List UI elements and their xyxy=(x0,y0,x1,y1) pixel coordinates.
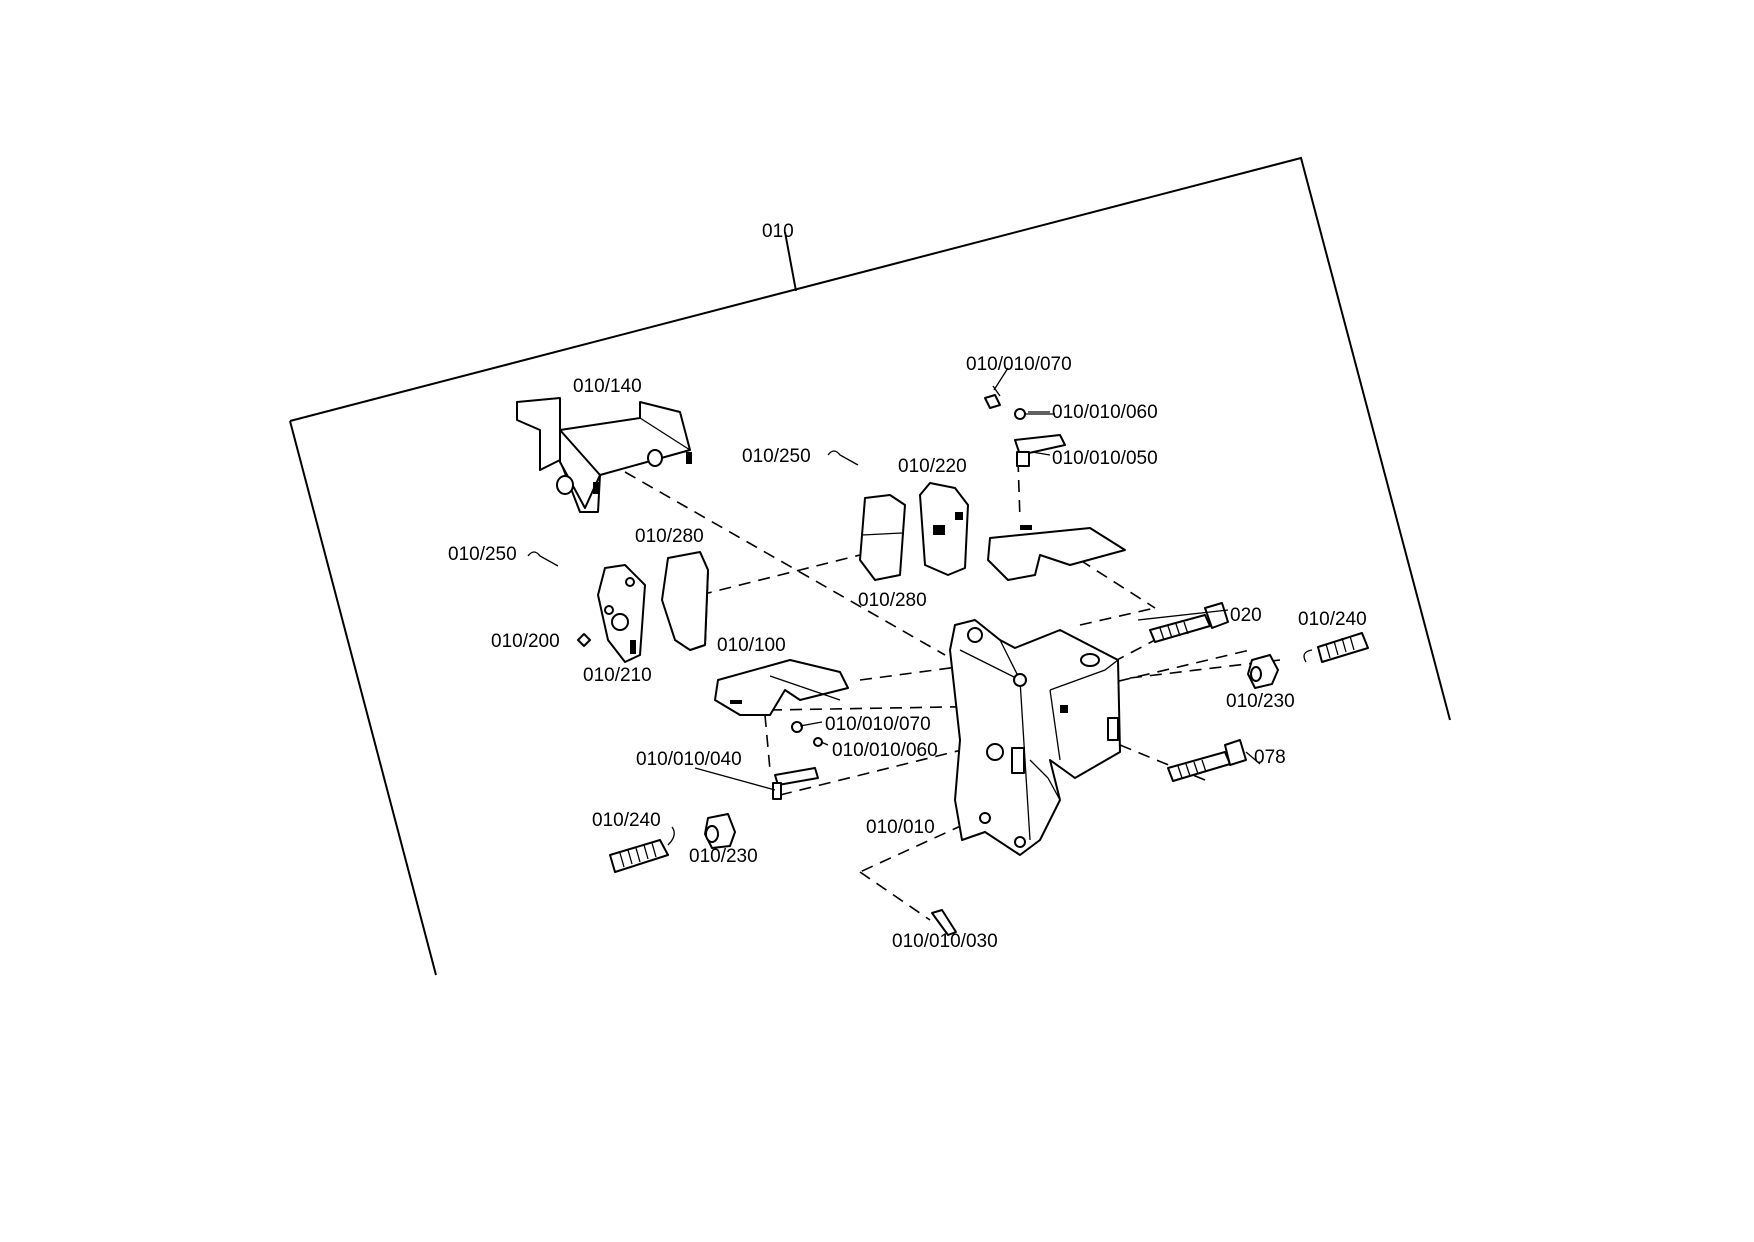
label-clip-left: 010/250 xyxy=(448,544,517,565)
bolt-078-part xyxy=(1167,739,1247,782)
label-housing: 010/010 xyxy=(866,817,935,838)
label-bolt-078: 078 xyxy=(1254,747,1286,768)
nipple-left-part xyxy=(577,633,591,647)
label-clip-top: 010/250 xyxy=(742,446,811,467)
label-pin-mid: 010/010/070 xyxy=(825,714,931,735)
label-bushing-left: 010/230 xyxy=(689,846,758,867)
assembly-leader xyxy=(784,231,797,292)
clip-left-part xyxy=(527,551,559,567)
bushing-right-part xyxy=(1247,654,1279,689)
label-bushing-right: 010/230 xyxy=(1226,691,1295,712)
bolt-020-part xyxy=(1149,602,1229,643)
label-piston-housing-left: 010/210 xyxy=(583,665,652,686)
label-washer-top: 010/010/060 xyxy=(1052,402,1158,423)
label-pad-right-b: 010/280 xyxy=(858,590,927,611)
leader-lines xyxy=(694,367,1261,791)
bracket-part xyxy=(516,397,692,513)
caliper-housing-part xyxy=(949,619,1121,856)
pin-washer-plate-middle xyxy=(772,721,823,800)
assembly-frame xyxy=(289,156,1451,976)
bolt-bottom-part xyxy=(931,909,957,936)
label-plate-top: 010/010/050 xyxy=(1052,448,1158,469)
spring-right-part xyxy=(1303,632,1369,663)
pad-carrier-upper-part xyxy=(987,525,1126,581)
label-pad-left-a: 010/280 xyxy=(635,526,704,547)
label-pin-top: 010/010/070 xyxy=(966,354,1072,375)
pin-washer-plate-upper xyxy=(984,385,1066,467)
label-plate-mid: 010/010/040 xyxy=(636,749,742,770)
brake-pad-part xyxy=(859,482,969,581)
clip-top-part xyxy=(827,450,859,466)
pad-carrier-part xyxy=(714,659,849,716)
label-nipple-left: 010/200 xyxy=(491,631,560,652)
label-spring-left: 010/240 xyxy=(592,810,661,831)
bushing-left-part xyxy=(704,813,736,849)
label-pad-carrier: 010/100 xyxy=(717,635,786,656)
spring-left-part xyxy=(609,826,675,873)
label-bolt-020: 020 xyxy=(1230,605,1262,626)
label-spring-right: 010/240 xyxy=(1298,609,1367,630)
piston-housing-left-part xyxy=(597,564,646,663)
label-assembly: 010 xyxy=(762,221,794,242)
label-bolt-bottom: 010/010/030 xyxy=(892,931,998,952)
label-bracket-top: 010/140 xyxy=(573,376,642,397)
label-pad-right-a: 010/220 xyxy=(898,456,967,477)
label-washer-mid: 010/010/060 xyxy=(832,740,938,761)
left-pad-part xyxy=(661,551,709,651)
